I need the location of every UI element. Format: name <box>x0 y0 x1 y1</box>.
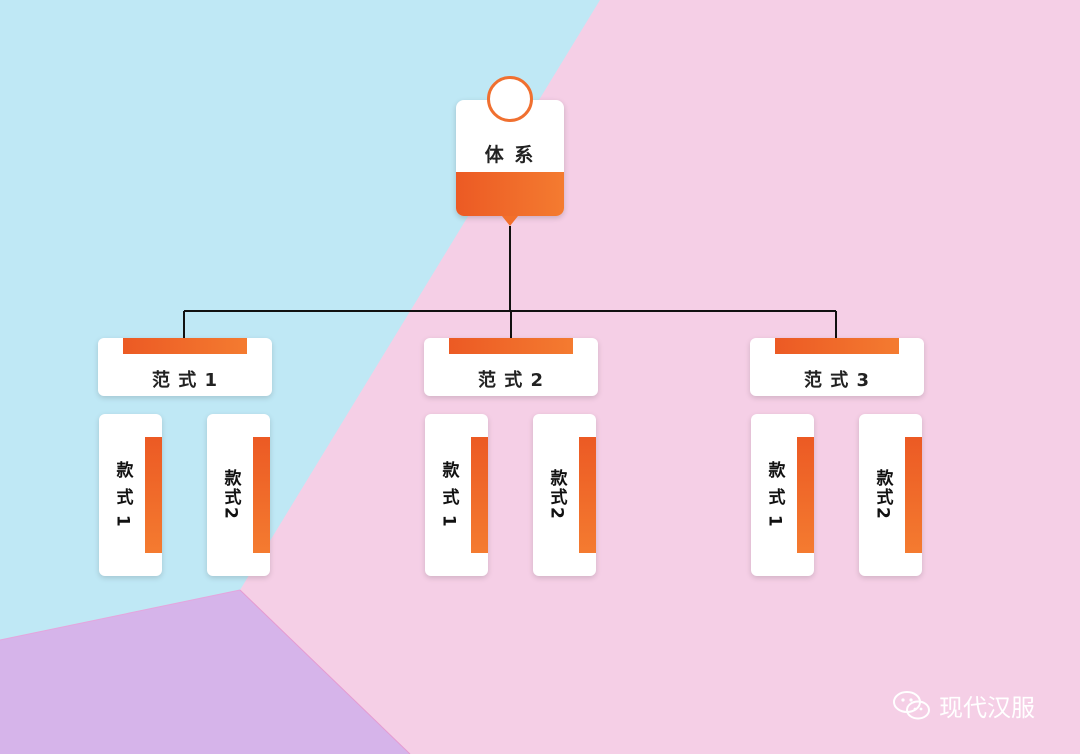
branch-label: 范 式 2 <box>477 370 545 391</box>
leaf-label: 款 式 1 <box>438 461 459 529</box>
root-accent-bar <box>456 172 564 216</box>
branch-accent-bar <box>449 338 573 354</box>
leaf-node: 款 式 1 <box>99 414 162 576</box>
branch-accent-bar <box>775 338 899 354</box>
leaf-node: 款式2 <box>859 414 922 576</box>
leaf-accent-bar <box>145 437 162 553</box>
root-node: 体 系 <box>456 76 564 226</box>
leaf-node: 款 式 1 <box>425 414 488 576</box>
leaf-node: 款式2 <box>207 414 270 576</box>
branch-label: 范 式 1 <box>151 370 219 391</box>
leaf-accent-bar <box>253 437 270 553</box>
branch-node-2: 范 式 2 <box>424 338 598 396</box>
watermark: 现代汉服 <box>893 688 1035 723</box>
leaf-label: 款 式 1 <box>112 461 133 529</box>
leaf-label: 款式2 <box>220 469 241 521</box>
leaf-node: 款式2 <box>533 414 596 576</box>
branch-node-3: 范 式 3 <box>750 338 924 396</box>
wechat-icon <box>893 690 930 719</box>
root-circle-icon <box>487 76 533 122</box>
leaf-node: 款 式 1 <box>751 414 814 576</box>
root-pointer <box>502 216 518 226</box>
watermark-text: 现代汉服 <box>939 694 1035 722</box>
leaf-label: 款 式 1 <box>764 461 785 529</box>
branch-accent-bar <box>123 338 247 354</box>
leaf-accent-bar <box>471 437 488 553</box>
branch-node-1: 范 式 1 <box>98 338 272 396</box>
leaf-label: 款式2 <box>546 469 567 521</box>
root-label: 体 系 <box>484 144 536 166</box>
leaf-accent-bar <box>797 437 814 553</box>
branch-label: 范 式 3 <box>803 370 871 391</box>
leaf-accent-bar <box>579 437 596 553</box>
leaf-accent-bar <box>905 437 922 553</box>
leaf-label: 款式2 <box>872 469 893 521</box>
